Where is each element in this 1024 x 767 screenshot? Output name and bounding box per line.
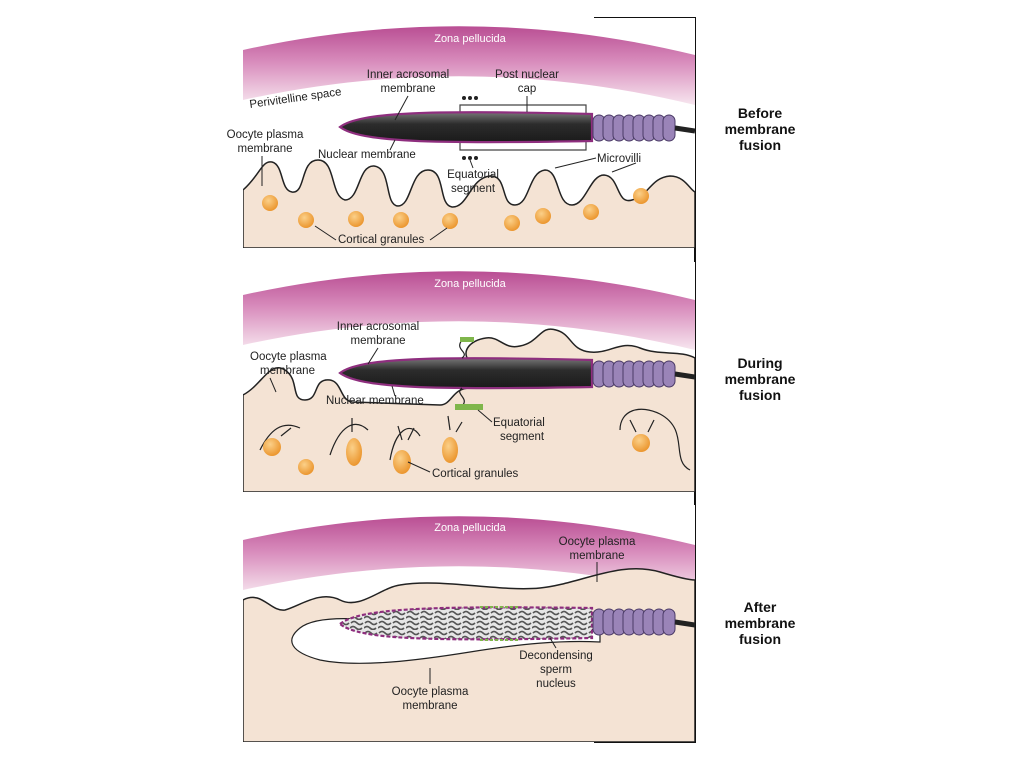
cortical-granules-label: Cortical granules (338, 234, 425, 246)
stage-label-3: fusion (739, 631, 781, 647)
inner-acrosomal-label-2: membrane (351, 335, 406, 347)
oocyte-plasma-label-2: membrane (238, 143, 293, 155)
oocyte-plasma-bottom-label-1: Oocyte plasma (392, 686, 469, 698)
inner-acrosomal-label-2: membrane (381, 83, 436, 95)
post-nuclear-label-2: cap (518, 83, 537, 95)
equatorial-label-2: segment (500, 431, 545, 443)
oocyte-plasma-label-1: Oocyte plasma (250, 351, 327, 363)
inner-acrosomal-label-1: Inner acrosomal (337, 321, 419, 333)
panel-during: Zona pellucida Inner acrosomal membrane … (243, 262, 796, 492)
leader-lines (269, 347, 493, 473)
leader-lines (261, 95, 637, 241)
equatorial-label-1: Equatorial (447, 169, 499, 181)
decondensing-label-1: Decondensing (519, 650, 593, 662)
post-nuclear-label-1: Post nuclear (495, 69, 559, 81)
sperm-head (338, 337, 594, 410)
zona-label: Zona pellucida (434, 33, 506, 45)
stage-label-2: membrane (725, 615, 796, 631)
leader-lines (429, 562, 598, 684)
nuclear-membrane-label: Nuclear membrane (318, 149, 416, 161)
oocyte-plasma-top-label-1: Oocyte plasma (559, 536, 636, 548)
sperm-midpiece (592, 360, 695, 388)
stage-label-1: During (737, 355, 782, 371)
nuclear-membrane-label: Nuclear membrane (326, 395, 424, 407)
exocytosis-arrows (280, 415, 655, 441)
oocyte-plasma-bottom-label-2: membrane (403, 700, 458, 712)
zona-label: Zona pellucida (434, 522, 506, 534)
stage-label-3: fusion (739, 387, 781, 403)
zona-pellucida (243, 26, 695, 105)
zona-label: Zona pellucida (434, 278, 506, 290)
oocyte-plasma-label-2: membrane (260, 365, 315, 377)
stage-label-2: membrane (725, 121, 796, 137)
equatorial-label-2: segment (451, 183, 496, 195)
oocyte-plasma-label-1: Oocyte plasma (227, 129, 304, 141)
decondensing-nucleus (338, 606, 594, 641)
oocyte-plasma-top-label-2: membrane (570, 550, 625, 562)
stage-label-3: fusion (739, 137, 781, 153)
cortical-granules (263, 434, 650, 475)
panel-before: Zona pellucida Perivitelline space Inner… (227, 18, 796, 248)
sperm-midpiece (592, 608, 695, 636)
microvilli-label: Microvilli (597, 153, 641, 165)
sperm-midpiece (592, 114, 695, 142)
equatorial-label-1: Equatorial (493, 417, 545, 429)
stage-label-1: After (744, 599, 777, 615)
inner-acrosomal-label-1: Inner acrosomal (367, 69, 449, 81)
panel-after: Zona pellucida Oocyte plasma membrane De… (243, 505, 796, 742)
sperm-head (338, 96, 594, 160)
cortical-granules (262, 188, 649, 231)
stage-label-1: Before (738, 105, 783, 121)
decondensing-label-2: sperm (540, 664, 572, 676)
stage-label-2: membrane (725, 371, 796, 387)
cortical-granules-label: Cortical granules (432, 468, 519, 480)
decondensing-label-3: nucleus (536, 678, 576, 690)
